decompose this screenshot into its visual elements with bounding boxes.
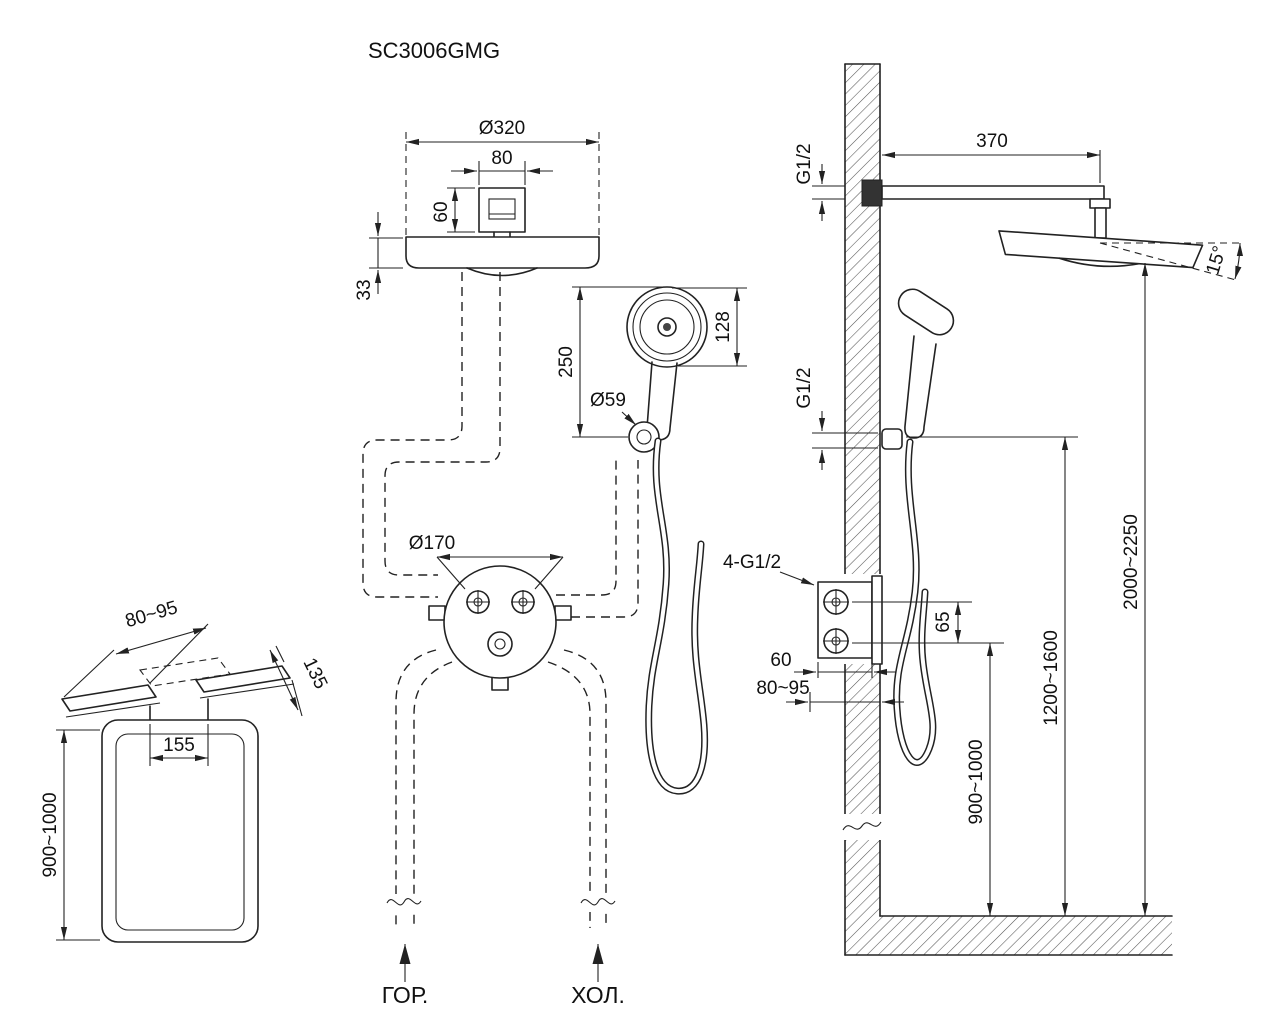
dim-head-thickness-label: 33 [354,279,375,300]
front-view: Ø320 80 60 33 [354,118,747,1008]
dim-head-thickness: 33 [354,212,403,301]
side-view: 15° 370 G1/2 G1/2 [723,63,1243,956]
dim-bracket-depth-label: 80~95 [123,597,180,632]
dim-outlet-spacing: 65 [852,601,1004,644]
dim-bracket-height-label: 900~1000 [40,792,61,877]
bracket-hidden-body [139,657,231,687]
holder-side [881,428,903,450]
dim-holder-thread-label: G1/2 [794,367,815,408]
dim-valve-threads: 4-G1/2 [723,552,815,586]
dim-hole-spacing: 155 [149,724,209,766]
dim-valve-threads-label: 4-G1/2 [723,552,781,573]
model-title: SC3006GMG [368,38,500,63]
dim-arm-thread-label: G1/2 [794,143,815,184]
dim-head-diameter: Ø320 [405,118,600,235]
shower-holder-ring [628,421,660,453]
dim-handshower-length: 250 [556,286,662,438]
hot-label: ГОР. [382,982,428,1008]
hand-shower-side [881,288,955,766]
dim-holder-thread: G1/2 [794,367,878,470]
dim-holder-diameter: Ø59 [590,390,637,426]
dim-flange-width-label: 135 [299,655,332,693]
supply-labels: ГОР. ХОЛ. [382,944,625,1008]
wall-section [842,63,1173,956]
dim-mixer-plate: Ø170 [409,533,564,590]
dim-handshower-length-label: 250 [556,346,577,378]
dim-handshower-head: 128 [672,287,747,367]
bracket-right-flange [195,665,291,693]
dim-mount-width-label: 80 [491,148,512,169]
dim-mount-height: 60 [431,187,475,233]
ceiling-mount [478,187,526,238]
dim-embed-depth-label: 80~95 [756,678,809,699]
overhead-shower-front [405,236,600,277]
dim-tilt-angle-label: 15° [1202,244,1230,278]
concealed-pipes-upper [362,272,639,618]
arm-wall-mount [861,179,883,207]
bracket-slab-outer [101,719,259,943]
dim-outlet-spacing-label: 65 [933,611,954,632]
shower-arm-side [861,179,1111,239]
dim-holder-height: 1200~1600 [906,436,1078,916]
dim-head-height: 2000~2250 [1121,263,1149,916]
dim-handshower-head-label: 128 [713,311,734,343]
bracket-slab-inner [115,733,245,931]
dim-embed-depth: 80~95 [756,678,904,712]
dim-head-height-label: 2000~2250 [1121,514,1142,610]
dim-mount-height-label: 60 [431,201,452,222]
mixer-side [814,574,888,665]
mixer-front [428,565,572,691]
dim-valve-height: 900~1000 [966,643,994,916]
shower-hose-front [645,437,709,795]
hand-shower-front [626,286,708,453]
pipe-break-right [580,898,616,906]
dim-valve-depth-label: 60 [770,650,791,671]
bracket-left-flange [61,684,157,712]
pipe-break-left [386,898,422,906]
dim-flange-width: 135 [269,645,332,717]
dim-arm-length: 370 [882,131,1101,183]
dim-mount-width: 80 [451,148,553,185]
dim-holder-height-label: 1200~1600 [1041,630,1062,726]
dim-head-diameter-label: Ø320 [479,118,525,139]
wall-break [842,821,882,831]
cold-label: ХОЛ. [571,982,625,1008]
dim-mixer-plate-label: Ø170 [409,533,455,554]
dim-hole-spacing-label: 155 [163,735,195,756]
dim-holder-diameter-label: Ø59 [590,390,626,411]
floor-section [880,916,1172,955]
dim-bracket-depth: 80~95 [63,597,209,698]
dim-arm-thread: G1/2 [794,143,845,221]
dim-valve-height-label: 900~1000 [966,739,987,824]
bracket-detail-view: 155 135 80~95 900~1000 [40,597,332,943]
overhead-shower-side [998,230,1204,269]
dim-valve-depth: 60 [770,650,896,678]
concealed-pipes-lower [386,649,618,928]
dim-bracket-height: 900~1000 [40,729,100,941]
dim-arm-length-label: 370 [976,131,1008,152]
